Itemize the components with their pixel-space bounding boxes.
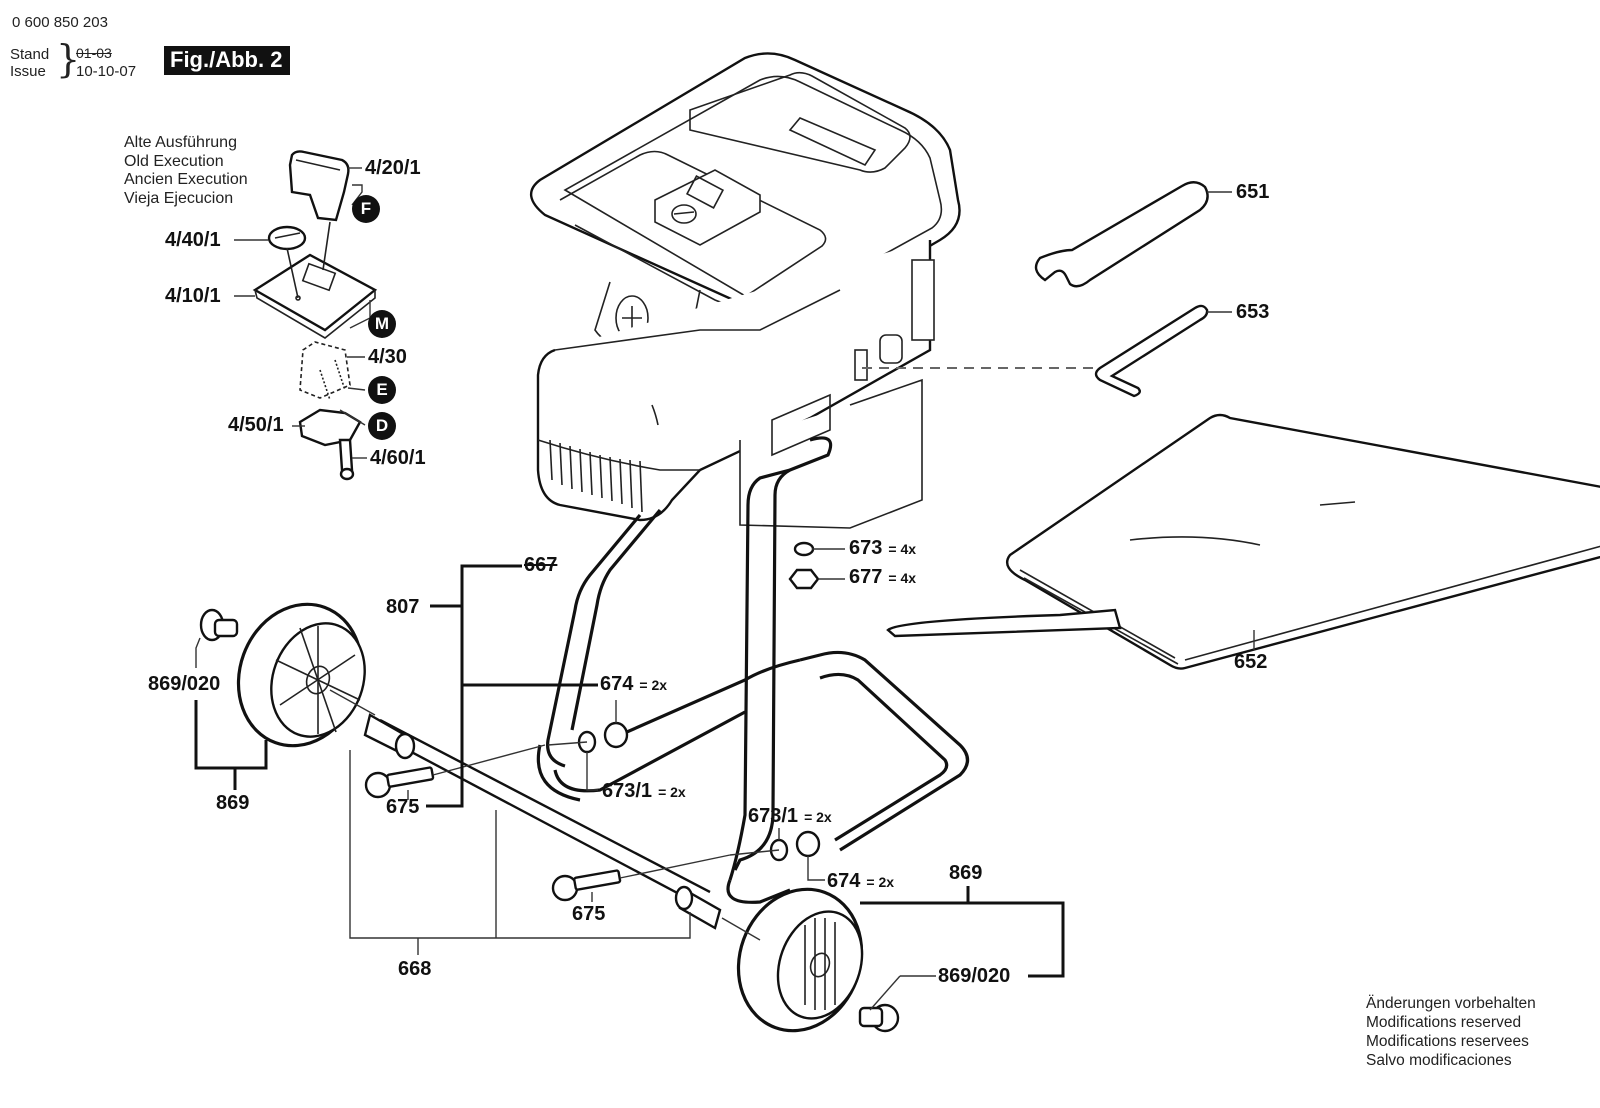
fasteners <box>364 541 821 902</box>
frame-tubes <box>536 436 970 904</box>
modifications-note: Änderungen vorbehalten Modifications res… <box>1366 994 1536 1070</box>
part-label-wrench: 651 <box>1236 181 1270 203</box>
detail-badge-e: E <box>368 376 396 404</box>
axle <box>363 713 722 930</box>
issue-date: 10-10-07 <box>76 63 137 80</box>
figure-label: Fig./Abb. 2 <box>164 46 291 75</box>
part-label-screw: 4/60/1 <box>370 447 426 469</box>
document-number: 0 600 850 203 <box>12 14 108 31</box>
wrench-drawing <box>1034 181 1209 288</box>
old-execution-de: Alte Ausführung <box>124 134 237 151</box>
part-number: 673 <box>849 537 883 559</box>
stand-issue-labels: Stand Issue <box>10 46 49 80</box>
part-label-hex-key: 653 <box>1236 301 1270 323</box>
part-label-switch-plate: 4/10/1 <box>165 285 221 307</box>
quantity: = 4x <box>888 541 917 557</box>
brace-icon: } <box>56 37 81 81</box>
manual-drawing <box>886 413 1600 670</box>
part-label-frame-assembly: 807 <box>386 596 420 618</box>
part-number: 674 <box>827 870 861 892</box>
part-label-washer-frame-right: 673/1 = 2x <box>748 805 832 828</box>
part-label-wheel-cap-left: 869/020 <box>148 673 221 695</box>
part-label-manual: 652 <box>1234 651 1268 673</box>
brackets <box>194 564 1065 978</box>
modifications-de: Änderungen vorbehalten <box>1366 995 1536 1012</box>
wheel-right-drawing <box>721 887 900 1033</box>
quantity: = 2x <box>804 809 832 825</box>
part-label-switch: 4/20/1 <box>365 157 421 179</box>
vent-slots <box>549 439 643 513</box>
quantity: = 2x <box>658 784 686 800</box>
modifications-fr: Modifications reservees <box>1366 1033 1529 1050</box>
part-label-washer-body: 673 = 4x <box>849 537 916 560</box>
part-number: 673/1 <box>748 805 799 827</box>
part-label-bolt-lower: 675 <box>572 903 606 925</box>
part-label-bolt-upper: 675 <box>386 796 420 818</box>
quantity: = 2x <box>639 677 668 693</box>
leader-lines <box>195 167 1255 1011</box>
part-label-knob: 4/40/1 <box>165 229 221 251</box>
modifications-es: Salvo modificaciones <box>1366 1052 1512 1069</box>
part-number: 674 <box>600 673 634 695</box>
detail-badge-f: F <box>352 195 380 223</box>
part-label-spring: 4/30 <box>368 346 407 368</box>
old-execution-note: Alte Ausführung Old Execution Ancien Exe… <box>124 134 248 208</box>
part-label-washer-frame-left: 673/1 = 2x <box>602 780 686 803</box>
part-label-nut-frame-right: 674 = 2x <box>827 870 894 893</box>
part-label-wheel-right: 869 <box>949 862 983 884</box>
old-execution-es: Vieja Ejecucion <box>124 189 234 207</box>
quantity: = 2x <box>866 874 895 890</box>
shredder-body <box>530 52 961 529</box>
modifications-en: Modifications reserved <box>1366 1014 1522 1031</box>
old-switch-detail <box>252 150 378 481</box>
part-label-nut-body: 677 = 4x <box>849 566 916 589</box>
issue-label: Issue <box>10 63 46 80</box>
previous-date: 01-03 <box>76 45 112 61</box>
wheel-left-drawing <box>199 602 376 748</box>
old-execution-fr: Ancien Execution <box>124 171 248 188</box>
part-label-wheel-cap-right: 869/020 <box>938 965 1011 987</box>
part-label-nut-frame-left: 674 = 2x <box>600 673 667 696</box>
part-label-wheel-left: 869 <box>216 792 250 814</box>
quantity: = 4x <box>888 570 917 586</box>
part-label-axle: 668 <box>398 958 432 980</box>
part-number: 677 <box>849 566 883 588</box>
detail-badge-m: M <box>368 310 396 338</box>
old-execution-en: Old Execution <box>124 152 224 170</box>
stand-label: Stand <box>10 46 50 63</box>
detail-badge-d: D <box>368 412 396 440</box>
part-label-frame-old: 667 <box>524 554 558 576</box>
part-label-clamp: 4/50/1 <box>228 414 284 436</box>
hex-key-drawing <box>1094 304 1209 398</box>
part-number: 673/1 <box>602 780 653 802</box>
